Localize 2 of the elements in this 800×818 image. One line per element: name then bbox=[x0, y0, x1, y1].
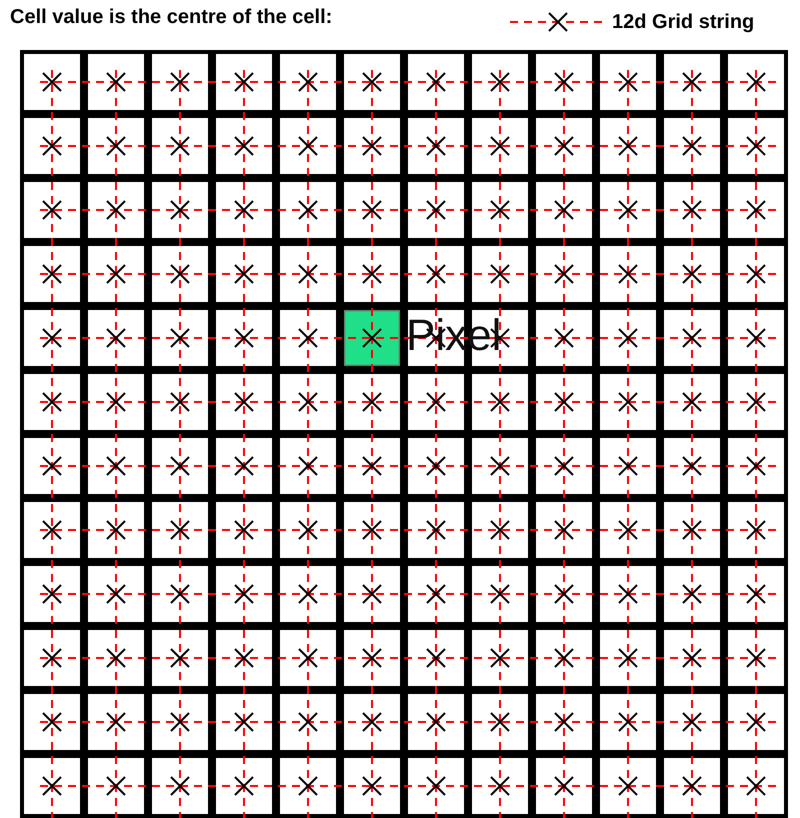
heading: Cell value is the centre of the cell: bbox=[10, 6, 332, 29]
legend-label: 12d Grid string bbox=[612, 11, 754, 34]
